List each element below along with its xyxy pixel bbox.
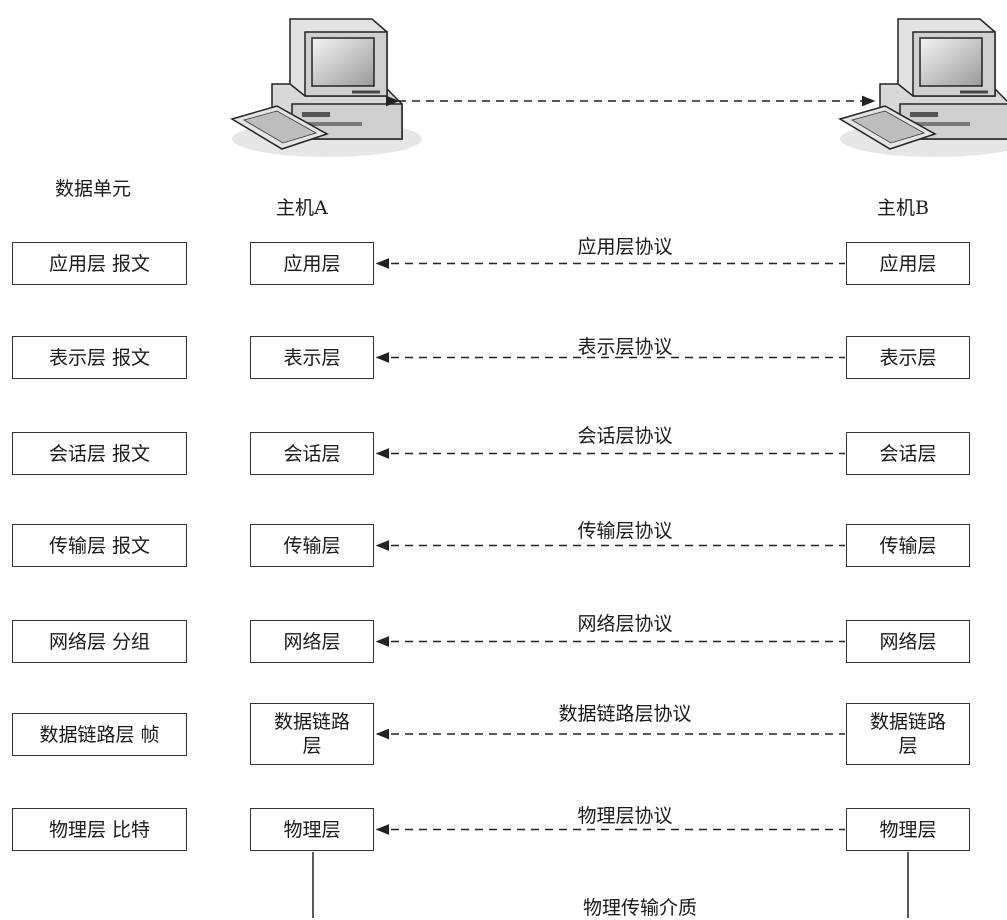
host-a-layer-box: 网络层 xyxy=(250,620,374,663)
protocol-label: 传输层协议 xyxy=(577,520,673,542)
host-a-layer-box: 传输层 xyxy=(250,524,374,567)
host-b-layer-box: 应用层 xyxy=(846,242,970,285)
data-unit-box: 网络层 分组 xyxy=(12,620,187,663)
data-unit-header: 数据单元 xyxy=(55,178,132,200)
host-b-label: 主机B xyxy=(877,197,929,219)
protocol-label: 物理层协议 xyxy=(577,805,673,827)
protocol-label: 网络层协议 xyxy=(577,613,673,635)
host-a-label: 主机A xyxy=(276,197,328,219)
host-b-layer-box: 传输层 xyxy=(846,524,970,567)
host-a-layer-box: 应用层 xyxy=(250,242,374,285)
host-b-layer-box: 物理层 xyxy=(846,808,970,851)
protocol-label: 数据链路层协议 xyxy=(558,703,692,725)
data-unit-box: 表示层 报文 xyxy=(12,336,187,379)
host-b-layer-box: 数据链路层 xyxy=(846,703,970,765)
protocol-label: 表示层协议 xyxy=(577,336,673,358)
computer-a-icon xyxy=(230,17,424,159)
host-a-layer-box: 物理层 xyxy=(250,808,374,851)
protocol-label: 应用层协议 xyxy=(577,236,673,258)
data-unit-box: 数据链路层 帧 xyxy=(12,713,187,756)
host-a-layer-box: 会话层 xyxy=(250,432,374,475)
host-b-layer-box: 表示层 xyxy=(846,336,970,379)
data-unit-box: 物理层 比特 xyxy=(12,808,187,851)
computer-b-icon xyxy=(838,17,1007,159)
protocol-label: 会话层协议 xyxy=(577,425,673,447)
host-a-layer-box: 表示层 xyxy=(250,336,374,379)
host-b-layer-box: 网络层 xyxy=(846,620,970,663)
host-a-layer-box: 数据链路层 xyxy=(250,703,374,765)
data-unit-box: 应用层 报文 xyxy=(12,242,187,285)
medium-label: 物理传输介质 xyxy=(582,897,698,919)
data-unit-box: 会话层 报文 xyxy=(12,432,187,475)
host-b-layer-box: 会话层 xyxy=(846,432,970,475)
data-unit-box: 传输层 报文 xyxy=(12,524,187,567)
